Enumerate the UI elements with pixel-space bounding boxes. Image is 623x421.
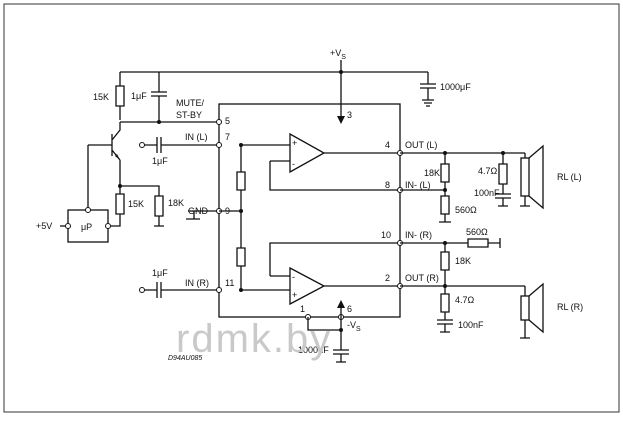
pin1-wire bbox=[307, 317, 341, 331]
in-l-terminal bbox=[139, 142, 145, 148]
in-minus-r-label: IN- (R) bbox=[405, 230, 432, 240]
cap-1uf-top bbox=[151, 72, 167, 122]
cap-1000uf-top-label: 1000μF bbox=[440, 82, 471, 92]
pin10-number: 10 bbox=[381, 230, 391, 240]
junction bbox=[157, 120, 161, 124]
opamp-left-wires bbox=[241, 144, 400, 191]
mcu-pin-top bbox=[85, 207, 91, 213]
pin5-node bbox=[216, 119, 222, 125]
pin2-number: 2 bbox=[385, 273, 390, 283]
pin11-number: 11 bbox=[225, 278, 234, 288]
r-15k-top-label: 15K bbox=[93, 92, 109, 102]
pin6-arrow bbox=[337, 300, 345, 308]
r-18k-left bbox=[154, 195, 164, 227]
junction bbox=[339, 328, 343, 332]
opamp-left-plus: + bbox=[292, 138, 297, 148]
rl-l-label: RL (L) bbox=[557, 172, 582, 182]
speaker-r-wires bbox=[520, 286, 530, 339]
emitter-wire bbox=[119, 160, 160, 196]
opamp-left-minus: - bbox=[292, 159, 295, 169]
r-18k-r-label: 18K bbox=[455, 256, 471, 266]
in-l-label: IN (L) bbox=[185, 132, 208, 142]
speaker-r-magnet bbox=[520, 295, 530, 321]
pin3-arrow bbox=[337, 116, 345, 124]
pin3-number: 3 bbox=[347, 110, 352, 120]
vcc-5v-label: +5V bbox=[36, 221, 52, 231]
r-15k-top bbox=[115, 72, 125, 120]
drawing-id: D94AU085 bbox=[168, 355, 202, 362]
r-15k-mid-label: 15K bbox=[128, 199, 144, 209]
r-47-r-label: 4.7Ω bbox=[455, 295, 475, 305]
pin5-number: 5 bbox=[225, 116, 230, 126]
cap-1000uf-bottom-label: 1000μF bbox=[298, 345, 329, 355]
cap-1000uf-top bbox=[420, 72, 436, 107]
pin1-number: 1 bbox=[300, 304, 305, 314]
r-560-l bbox=[439, 195, 451, 223]
speaker-l-magnet bbox=[520, 157, 530, 197]
zobel-l bbox=[495, 153, 511, 207]
mute-label-2: ST-BY bbox=[176, 110, 202, 120]
opamp-right bbox=[289, 266, 326, 306]
c-100nf-r-label: 100nF bbox=[458, 320, 484, 330]
ic-body bbox=[218, 103, 401, 318]
gnd-label: GND bbox=[188, 206, 209, 216]
opamp-right-wires bbox=[241, 242, 400, 291]
mcu-label: μP bbox=[81, 222, 92, 232]
mcu-pin-left bbox=[65, 223, 71, 229]
supply-rail-top bbox=[120, 71, 428, 104]
watermark: rdmk.by bbox=[176, 317, 332, 361]
c-100nf-l-label: 100nF bbox=[474, 188, 500, 198]
cap-1uf-top-label: 1μF bbox=[131, 91, 147, 101]
cap-1000uf-bottom bbox=[333, 349, 349, 363]
r-18k-r bbox=[440, 243, 450, 286]
in-r-terminal bbox=[139, 287, 145, 293]
r-47-l-label: 4.7Ω bbox=[478, 166, 498, 176]
diagram-frame bbox=[3, 3, 620, 413]
pin4-number: 4 bbox=[385, 140, 390, 150]
r-560-l-label: 560Ω bbox=[455, 205, 477, 215]
opamp-right-plus: + bbox=[292, 290, 297, 300]
cap-1uf-in-r bbox=[142, 282, 219, 298]
speaker-r-cone bbox=[528, 282, 544, 334]
r-560-r bbox=[400, 238, 501, 248]
zobel-r bbox=[437, 286, 453, 333]
out-r-label: OUT (R) bbox=[405, 273, 439, 283]
in-minus-l-label: IN- (L) bbox=[405, 180, 431, 190]
speaker-l-wires bbox=[520, 153, 530, 207]
cap-1uf-in-l-label: 1μF bbox=[152, 156, 168, 166]
pin7-number: 7 bbox=[225, 132, 230, 142]
out-l-label: OUT (L) bbox=[405, 140, 437, 150]
junction bbox=[443, 188, 447, 192]
r-560-r-label: 560Ω bbox=[466, 227, 488, 237]
transistor bbox=[88, 122, 121, 161]
r-18k-l-label: 18K bbox=[424, 168, 440, 178]
in-r-label: IN (R) bbox=[185, 278, 209, 288]
gnd-wire bbox=[186, 210, 219, 220]
pin7-node bbox=[216, 142, 222, 148]
junction bbox=[239, 209, 243, 213]
transistor-emitter-arrow bbox=[115, 154, 120, 160]
speaker-l-cone bbox=[528, 144, 544, 210]
r-15k-mid bbox=[108, 186, 125, 227]
cap-1uf-in-r-label: 1μF bbox=[152, 268, 168, 278]
opamp-right-minus: - bbox=[292, 272, 295, 282]
pin11-node bbox=[216, 287, 222, 293]
mcu-pin-right bbox=[105, 223, 111, 229]
internal-bias-network bbox=[236, 145, 246, 290]
r-18k-left-label: 18K bbox=[168, 198, 184, 208]
opamp-left bbox=[289, 132, 326, 174]
pin6-number: 6 bbox=[347, 304, 352, 314]
vs-pos-label: +VS bbox=[330, 48, 346, 61]
cap-1uf-in-l bbox=[142, 137, 219, 153]
mute-label-1: MUTE/ bbox=[176, 98, 204, 108]
rl-r-label: RL (R) bbox=[557, 302, 583, 312]
vs-neg-label: -VS bbox=[347, 320, 361, 333]
pin8-number: 8 bbox=[385, 180, 390, 190]
